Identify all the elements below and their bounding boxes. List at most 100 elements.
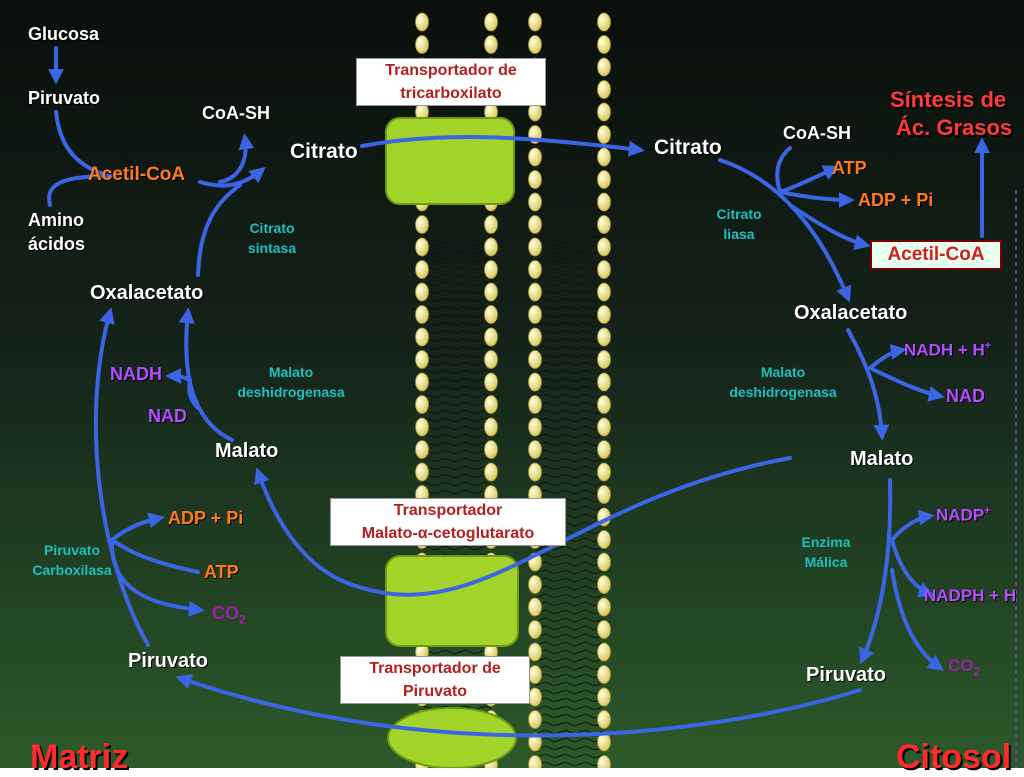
- citrato-liasa-line1: Citrato: [716, 206, 762, 222]
- lipid-head: [597, 485, 611, 504]
- lipid-head: [484, 282, 498, 302]
- malato-transporter-line1: Transportador: [393, 502, 503, 519]
- lipid-head: [484, 327, 498, 347]
- citrato-sintasa-line2: sintasa: [247, 240, 297, 256]
- malato-label: Malato: [215, 440, 279, 462]
- lipid-head: [484, 237, 498, 257]
- lipid-head: [597, 440, 611, 459]
- lipid-head: [597, 755, 611, 768]
- tricarboxilato-line2: tricarboxilato: [400, 85, 502, 102]
- citosol-label: Citosol: [896, 738, 1012, 776]
- lipid-head: [528, 665, 542, 684]
- lipid-head: [597, 12, 611, 32]
- lipid-head: [597, 597, 611, 617]
- lipid-head: [528, 575, 542, 594]
- lipid-head: [528, 440, 542, 459]
- piruvato-carboxilasa-line1: Piruvato: [43, 542, 100, 558]
- lipid-head: [528, 305, 542, 324]
- lipid-head: [528, 282, 542, 302]
- lipid-head: [597, 125, 611, 144]
- lipid-head: [528, 642, 542, 662]
- lipid-head: [597, 305, 611, 324]
- lipid-head: [597, 215, 611, 234]
- cyto-adp-pi-label: ADP + Pi: [858, 190, 934, 210]
- lipid-head: [484, 417, 498, 437]
- atp-label: ATP: [204, 562, 239, 582]
- cyto-co2-label: CO2: [948, 656, 981, 679]
- lipid-head: [528, 710, 542, 729]
- lipid-head: [528, 170, 542, 189]
- malato-dh-matrix-line1: Malato: [268, 364, 314, 380]
- lipid-head: [415, 395, 429, 414]
- nadh-label: NADH: [110, 364, 162, 384]
- outer-membrane: [528, 12, 611, 768]
- lipid-head: [597, 57, 611, 77]
- lipid-head: [597, 327, 611, 347]
- coa-sh-label: CoA-SH: [202, 103, 270, 123]
- lipid-head: [528, 395, 542, 414]
- lipid-head: [484, 440, 498, 459]
- pathway-arrows: [47, 46, 990, 738]
- lipid-head: [597, 372, 611, 392]
- lipid-head: [484, 260, 498, 279]
- cyto-atp-label: ATP: [832, 158, 867, 178]
- transportador-tricarboxilato-box: Transportador de tricarboxilato: [356, 58, 546, 106]
- lipid-head: [597, 530, 611, 549]
- lipid-head: [415, 417, 429, 437]
- lipid-head: [597, 642, 611, 662]
- lipid-head: [597, 170, 611, 189]
- cyto-acetil-coa-box: Acetil-CoA: [870, 240, 1002, 270]
- lipid-head: [484, 35, 498, 54]
- transportador-piruvato-box: Transportador de Piruvato: [340, 656, 530, 704]
- piruvato-transporter-line2: Piruvato: [402, 683, 467, 700]
- lipid-head: [597, 575, 611, 594]
- lipid-head: [528, 372, 542, 392]
- sintesis-label: Síntesis de Ác. Grasos: [890, 86, 1012, 142]
- sintesis-line2: Ác. Grasos: [896, 115, 1013, 140]
- lipid-head: [415, 440, 429, 459]
- lipid-head: [415, 327, 429, 347]
- lipid-head: [415, 305, 429, 324]
- malato-dh-cyto-line2: deshidrogenasa: [729, 384, 837, 400]
- lipid-head: [528, 147, 542, 167]
- cyto-oxalacetato-label: Oxalacetato: [794, 302, 908, 324]
- lipid-head: [597, 462, 611, 482]
- lipid-head: [528, 687, 542, 707]
- lipid-head: [415, 215, 429, 234]
- pyruvate-transporter: [387, 707, 517, 768]
- lipid-head: [415, 35, 429, 54]
- cyto-nadh-h-label: NADH + H+: [904, 340, 992, 360]
- lipid-head: [528, 215, 542, 234]
- lipid-head: [528, 35, 542, 54]
- lipid-head: [415, 237, 429, 257]
- adp-pi-label: ADP + Pi: [168, 508, 244, 528]
- lipid-head: [597, 687, 611, 707]
- piruvato-top-label: Piruvato: [28, 88, 101, 108]
- cyto-nad-label: NAD: [946, 386, 985, 406]
- lipid-head: [528, 597, 542, 617]
- malato-dh-matrix-line2: deshidrogenasa: [237, 384, 345, 400]
- piruvato-label: Piruvato: [128, 650, 209, 672]
- lipid-head: [597, 552, 611, 572]
- enzima-malica-line2: Málica: [804, 554, 848, 570]
- lipid-head: [415, 372, 429, 392]
- glucosa-label: Glucosa: [28, 24, 100, 44]
- lipid-head: [597, 237, 611, 257]
- lipid-head: [415, 282, 429, 302]
- cyto-coa-sh-label: CoA-SH: [783, 123, 851, 143]
- lipid-head: [484, 305, 498, 324]
- oxalacetato-label: Oxalacetato: [90, 282, 204, 304]
- lipid-head: [484, 215, 498, 234]
- lipid-head: [597, 417, 611, 437]
- lipid-head: [528, 732, 542, 752]
- cyto-malato-label: Malato: [850, 448, 914, 470]
- malato-dh-cyto-label: Malato deshidrogenasa: [716, 362, 850, 402]
- lipid-head: [484, 395, 498, 414]
- lipid-head: [528, 417, 542, 437]
- lipid-head: [484, 462, 498, 482]
- amino-label: Amino: [28, 210, 84, 230]
- citrato-liasa-label: Citrato liasa: [704, 204, 774, 244]
- lipid-head: [597, 80, 611, 99]
- citrato-sintasa-label: Citrato sintasa: [240, 218, 304, 258]
- lipid-head: [484, 12, 498, 32]
